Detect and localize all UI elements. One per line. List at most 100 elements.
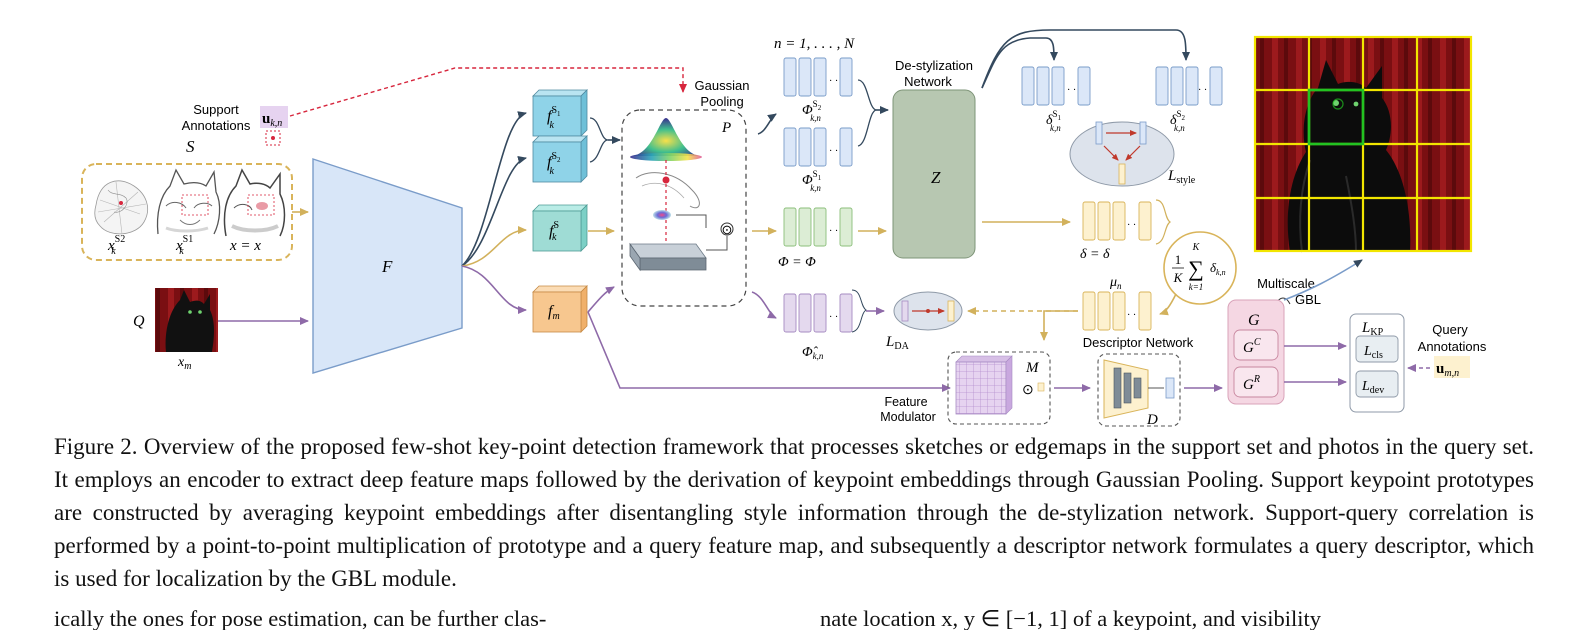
gbl-g-symbol: G bbox=[1248, 312, 1260, 329]
destyl-line2: Network bbox=[904, 74, 952, 89]
pooling-box bbox=[621, 109, 747, 307]
annotation-dot-box bbox=[265, 130, 281, 146]
modulated-feature-grid bbox=[955, 361, 1007, 415]
delta-s2-symbol: δ bbox=[1170, 113, 1177, 128]
modulator-odot: ⊙ bbox=[1022, 383, 1034, 398]
gaussian-pooling: Gaussian Pooling P ⊙ bbox=[621, 78, 750, 307]
fs2-symbol: f bbox=[547, 154, 554, 171]
svg-text:· · ·: · · · bbox=[1127, 220, 1142, 231]
loss-cls-symbol: L bbox=[1363, 344, 1372, 359]
gaussian-pooling-line2: Pooling bbox=[700, 94, 743, 109]
svg-text:· · ·: · · · bbox=[829, 312, 844, 323]
query-ann-line2: Annotations bbox=[1418, 339, 1487, 354]
delta-s-stack: · · · δ = δ bbox=[1080, 201, 1152, 262]
selected-grid-cell bbox=[1307, 88, 1365, 146]
gaussian-surface-icon bbox=[632, 118, 700, 156]
sketch-image-2 bbox=[223, 168, 286, 237]
da-loss-symbol: L bbox=[885, 334, 894, 350]
avg-sum-top: K bbox=[1192, 242, 1201, 253]
figure-caption: Figure 2. Overview of the proposed few-s… bbox=[54, 434, 1534, 591]
phi-hat-stack: · · · Φ̂k,n bbox=[783, 293, 853, 361]
multiscale-line1: Multiscale bbox=[1257, 276, 1315, 291]
svg-text:μn: μn bbox=[1109, 275, 1122, 291]
fs-symbol: f bbox=[549, 223, 556, 240]
pooling-symbol: P bbox=[721, 120, 731, 136]
body-left-column-line: ically the ones for pose estimation, can… bbox=[54, 606, 547, 630]
sketch-image-1 bbox=[156, 168, 221, 235]
loss-kp-symbol: L bbox=[1361, 320, 1370, 336]
avg-sum-sign: ∑ bbox=[1188, 256, 1204, 281]
svg-text:Lstyle: Lstyle bbox=[1167, 168, 1196, 186]
gaussian-blob-icon bbox=[653, 210, 671, 220]
fm-symbol: f bbox=[548, 303, 555, 320]
encoder-to-fs1-arrow bbox=[461, 111, 527, 267]
encoder-to-fs-arrow bbox=[461, 226, 527, 267]
encoder-trapezoid bbox=[312, 158, 463, 374]
avg-frac-num: 1 bbox=[1175, 252, 1182, 267]
query-ann-line1: Query bbox=[1432, 322, 1468, 337]
localization-result-image bbox=[1253, 35, 1473, 253]
edgemap-image bbox=[94, 180, 148, 235]
query-image-label: xm bbox=[177, 355, 191, 372]
mu-to-modulator-arrow bbox=[1040, 310, 1078, 341]
mu-symbol: μ bbox=[1109, 275, 1117, 290]
keypoint-losses: LKP Lcls Ldev bbox=[1349, 313, 1405, 413]
descriptor-network: Descriptor Network D bbox=[1083, 335, 1194, 428]
delta-s1-symbol: δ bbox=[1046, 113, 1053, 128]
feature-slab bbox=[629, 243, 707, 259]
avg-to-mu-arrow bbox=[1159, 293, 1177, 316]
result-grid bbox=[1253, 35, 1473, 253]
delta-brace bbox=[1155, 199, 1172, 245]
svg-text:Φ̂k,n: Φ̂k,n bbox=[802, 345, 824, 361]
svg-text:δk,n: δk,n bbox=[1210, 260, 1226, 277]
pooling-to-phi-hat-arrow bbox=[751, 291, 777, 319]
svg-text:Lcls: Lcls bbox=[1363, 344, 1383, 361]
style-loss-symbol: L bbox=[1167, 168, 1176, 184]
support-annotation-chip bbox=[260, 106, 288, 128]
avg-sum-bottom: k=1 bbox=[1189, 282, 1204, 292]
destyl-symbol: Z bbox=[931, 168, 941, 187]
gaussian-pooling-line1: Gaussian bbox=[695, 78, 750, 93]
modulator-line1: Feature bbox=[884, 395, 927, 409]
phi-s-stack: · · · Φ = Φ bbox=[778, 207, 853, 270]
fm-to-modulator-arrow bbox=[587, 311, 951, 392]
svg-text:· · ·: · · · bbox=[829, 226, 844, 237]
support-annotations-line1: Support bbox=[193, 102, 239, 117]
delta-s-symbol: δ = δ bbox=[1080, 247, 1110, 262]
encoder: F bbox=[312, 158, 463, 374]
encoder-to-fm-arrow bbox=[461, 265, 527, 314]
phi-hat-brace bbox=[851, 289, 867, 333]
fs1-symbol: f bbox=[547, 108, 554, 125]
descriptor-symbol: D bbox=[1146, 412, 1158, 428]
svg-text:GR: GR bbox=[1243, 374, 1260, 393]
annotation-dot-icon bbox=[271, 136, 275, 140]
svg-text:· · ·: · · · bbox=[829, 76, 844, 87]
svg-text:· · ·: · · · bbox=[1198, 85, 1213, 96]
pooling-to-phi-arrow bbox=[757, 113, 777, 135]
destyl-to-delta-s1-arrow bbox=[981, 37, 1058, 89]
destyl-line1: De-stylization bbox=[895, 58, 973, 73]
avg-frac-den: K bbox=[1173, 270, 1184, 285]
gbl-gr-symbol: G bbox=[1243, 377, 1254, 393]
fs-brace bbox=[589, 117, 609, 163]
phi-s-symbol: Φ = Φ bbox=[778, 255, 816, 270]
n-range-label: n = 1, . . . , N bbox=[774, 36, 855, 52]
support-set-symbol: S bbox=[186, 137, 195, 156]
svg-text:· · ·: · · · bbox=[829, 146, 844, 157]
destyl-box bbox=[892, 89, 976, 259]
query-annotations: Query Annotations um,n bbox=[1418, 322, 1487, 379]
encoder-symbol: F bbox=[381, 257, 393, 276]
loss-dev-symbol: L bbox=[1361, 379, 1370, 394]
gbl-gc-symbol: G bbox=[1243, 340, 1254, 356]
fm-to-pooling-arrow bbox=[587, 286, 615, 313]
